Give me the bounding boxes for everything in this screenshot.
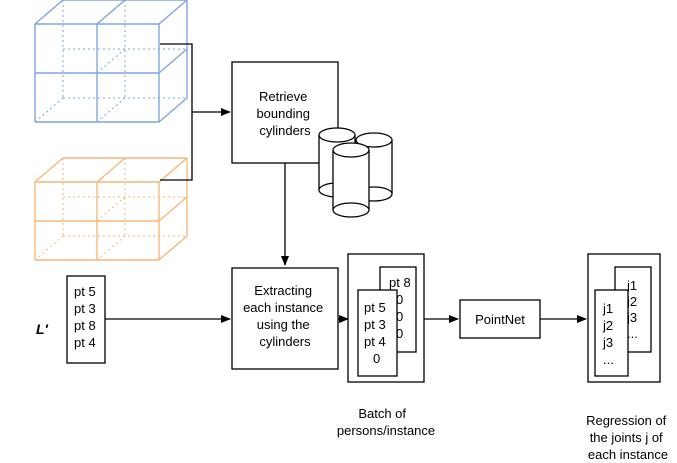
batch-caption: Batch of persons/instance: [337, 406, 435, 438]
extract-box: [231, 267, 339, 370]
joints-front-card-text: j1 j2 j3 ...: [602, 301, 617, 367]
retrieve-box-label: Retrieve bounding cylinders: [256, 89, 313, 138]
batch-front-card-text: pt 5 pt 3 pt 4 0: [364, 300, 389, 366]
pointnet-box-label: PointNet: [475, 312, 525, 327]
voxel-grid-blue: [34, 0, 188, 123]
extract-box-label: Extracting each instance using the cylin…: [243, 283, 327, 349]
joints-front-card: [594, 289, 629, 377]
voxel-grid-orange: [34, 157, 188, 261]
batch-front-card: [357, 289, 398, 377]
joints-container: j1 j2 j3 ... j1 j2 j3 ...: [587, 253, 661, 383]
cylinder-front: [332, 142, 370, 218]
batch-container: pt 8 0 0 0 pt 5 pt 3 pt 4 0: [347, 253, 425, 383]
input-variable-label: L′: [36, 321, 49, 337]
input-point-list-text: pt 5 pt 3 pt 8 pt 4: [74, 284, 99, 350]
input-point-list: [66, 275, 106, 364]
joints-caption: Regression of the joints j of each insta…: [586, 413, 670, 462]
joints-back-card-text: j1 j2 j3 ...: [626, 278, 641, 341]
cylinders-icon: [318, 127, 393, 218]
grid-merge-connector: [160, 43, 231, 181]
batch-back-card-text: pt 8 0 0 0: [389, 275, 414, 341]
